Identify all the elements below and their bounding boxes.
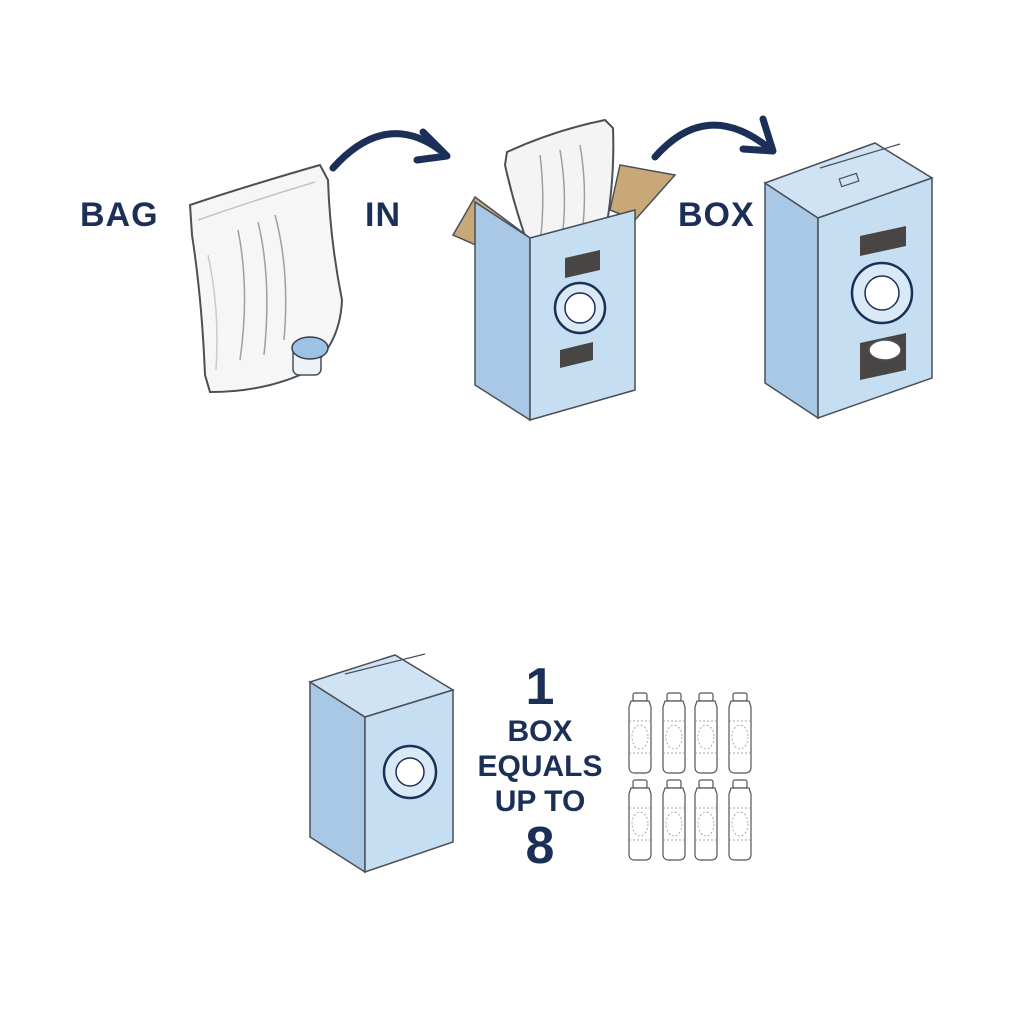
bottles-grid xyxy=(628,692,752,861)
bottle-icon xyxy=(694,692,718,774)
bottle-icon xyxy=(662,779,686,861)
single-box-illustration xyxy=(308,653,455,874)
eq-line-upto: UP TO xyxy=(494,785,586,818)
box-label: BOX xyxy=(678,196,755,234)
arrow-1-icon xyxy=(329,128,451,172)
bottle-icon xyxy=(628,779,652,861)
eq-line-equals: EQUALS xyxy=(477,750,603,783)
bottle-icon xyxy=(694,779,718,861)
closed-box-illustration xyxy=(763,142,934,420)
eq-line-box: BOX xyxy=(507,715,573,748)
bottle-icon xyxy=(728,779,752,861)
bottle-icon xyxy=(662,692,686,774)
bottle-icon xyxy=(628,692,652,774)
bag-label: BAG xyxy=(80,196,159,234)
bag-illustration xyxy=(188,163,344,394)
box-count: 1 xyxy=(525,658,555,716)
bottle-icon xyxy=(728,692,752,774)
arrow-2-icon xyxy=(651,115,777,161)
in-label: IN xyxy=(365,196,401,234)
bottle-count: 8 xyxy=(525,817,555,875)
equivalence-text: 1 BOX EQUALS UP TO 8 xyxy=(470,660,610,873)
open-box-illustration xyxy=(451,118,677,422)
